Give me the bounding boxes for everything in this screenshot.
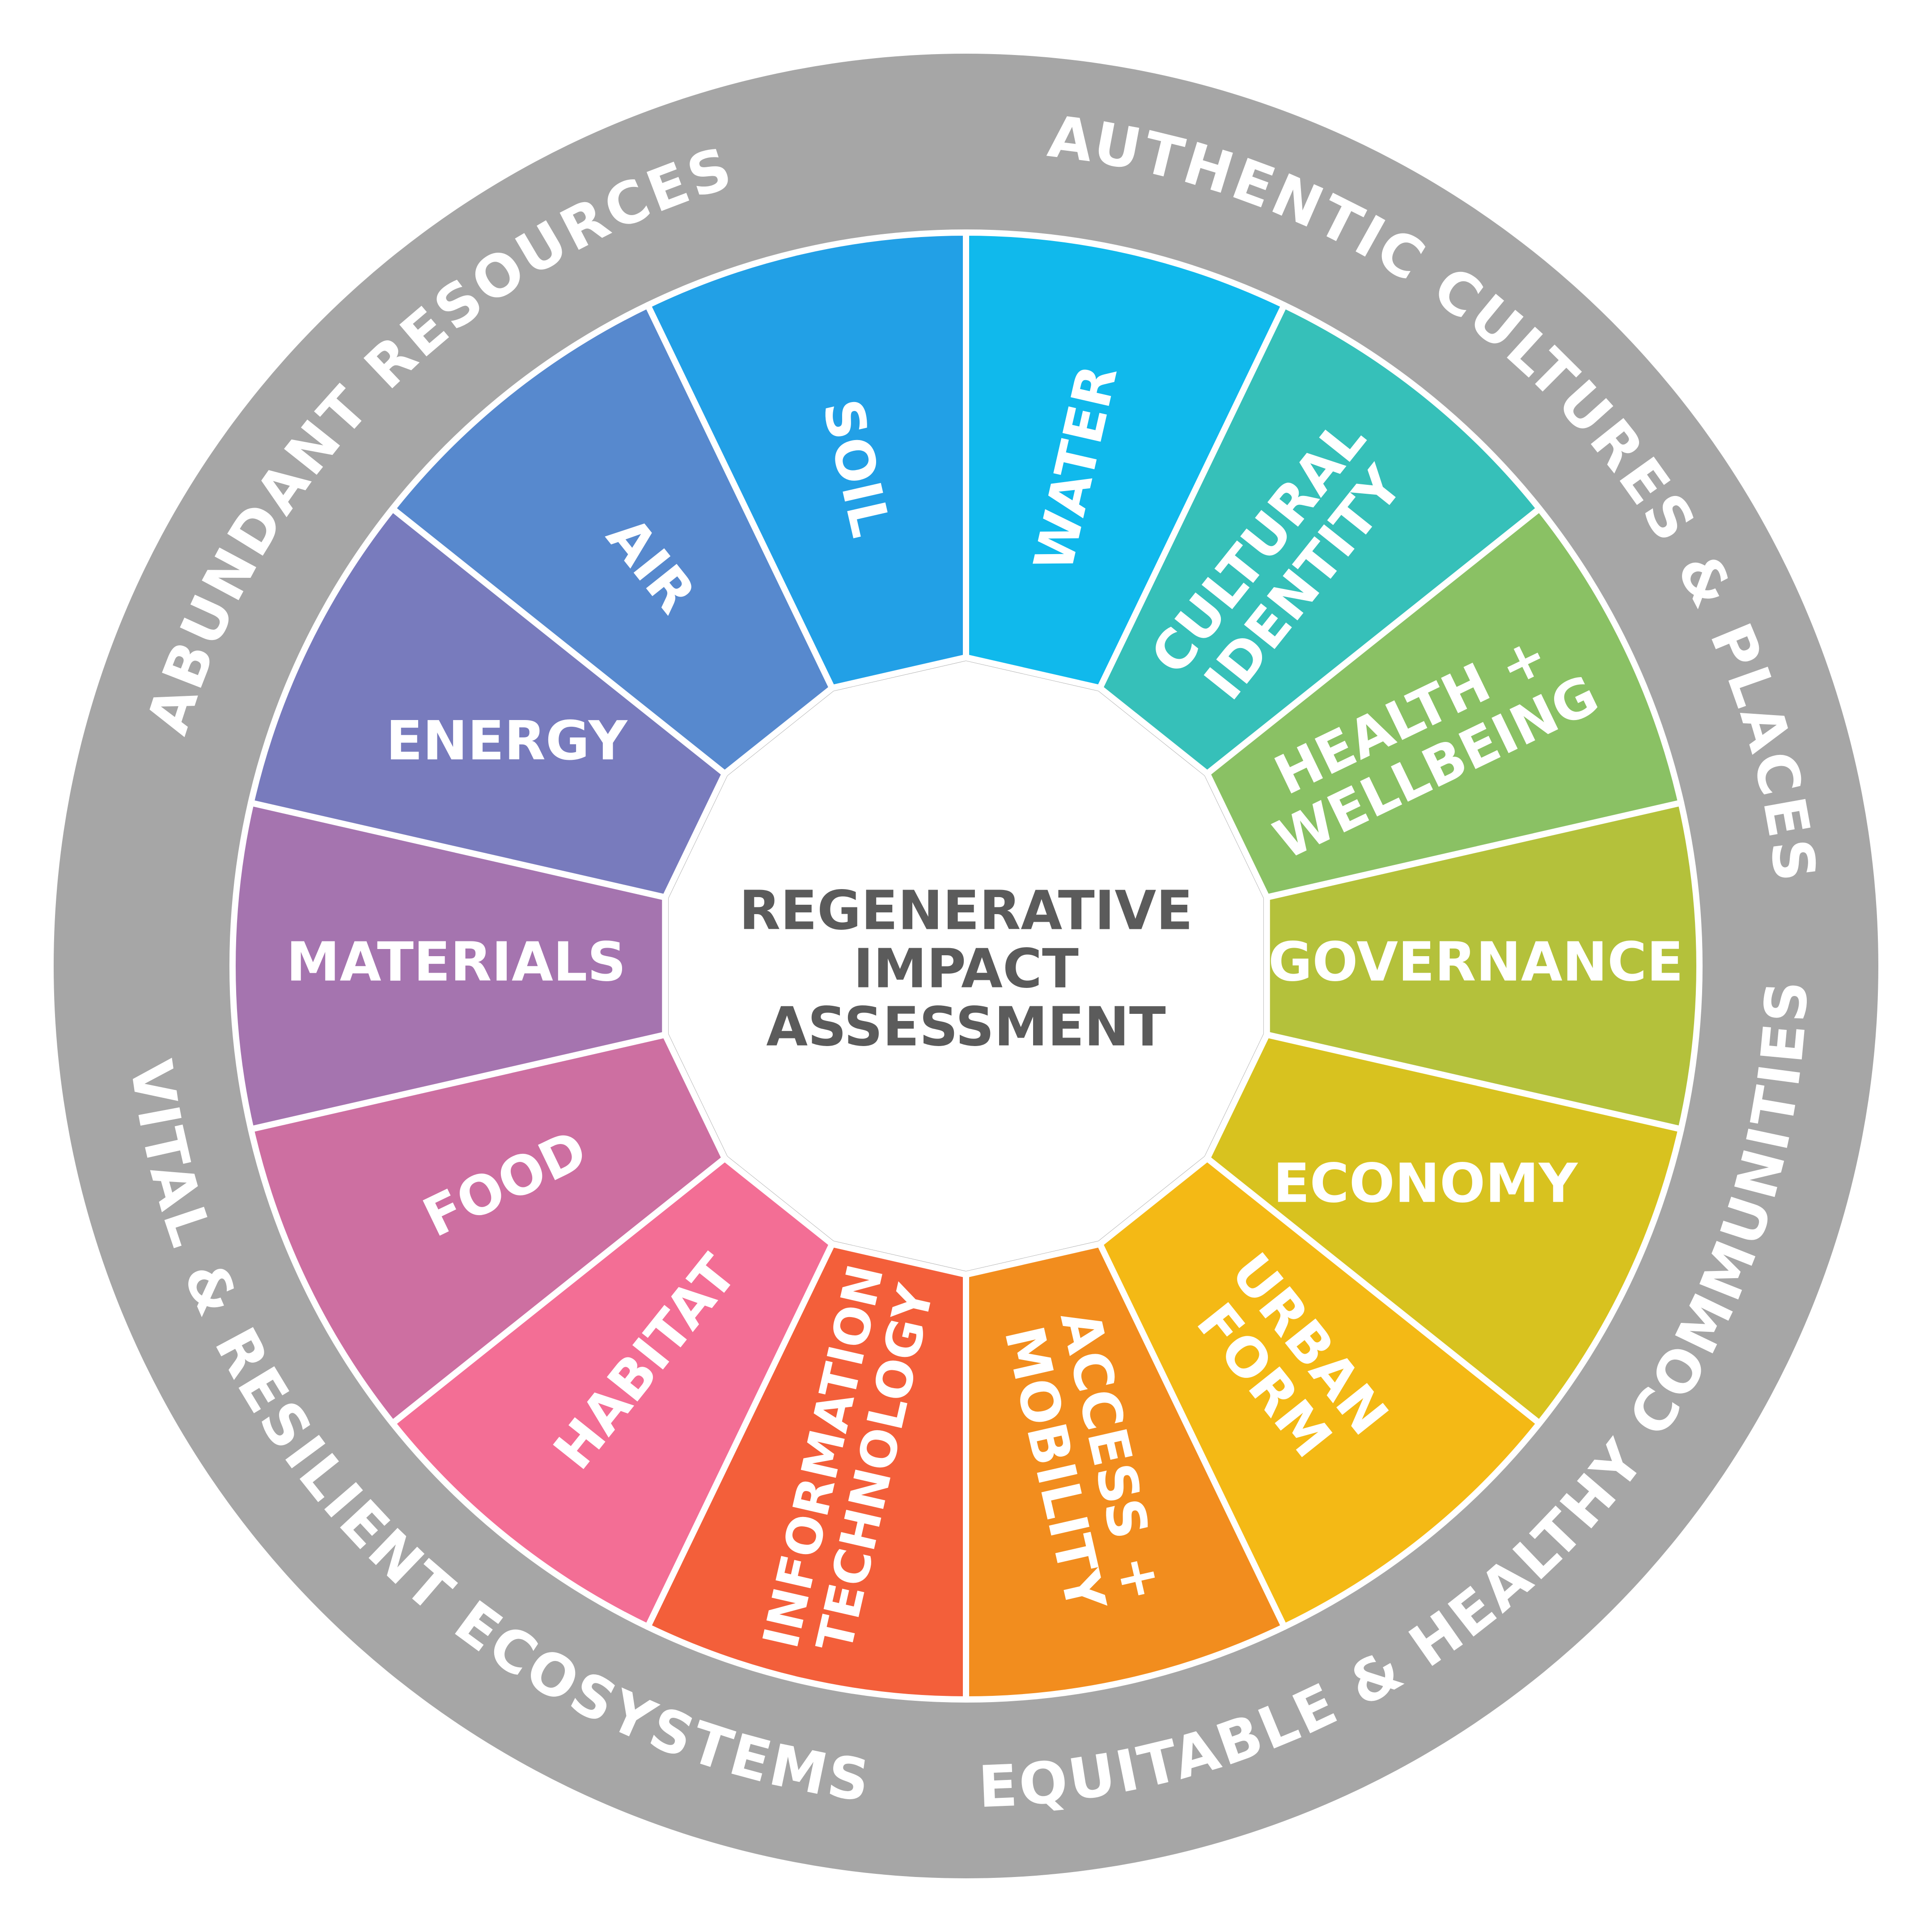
- segment-water: [963, 229, 1288, 691]
- segment-governance: [1263, 800, 1703, 1132]
- segment-label-economy-line-1: ECONOMY: [1273, 1152, 1579, 1215]
- segment-materials: [229, 800, 669, 1132]
- center-title-line-3: ASSESSMENT: [766, 996, 1166, 1059]
- segment-soil: [644, 229, 969, 691]
- segment-information-technology: [644, 1241, 969, 1703]
- segments-group: [229, 229, 1703, 1703]
- segment-energy: [248, 505, 728, 901]
- segment-label-governance: GOVERNANCE: [1268, 932, 1683, 994]
- segment-air: [389, 302, 835, 777]
- segment-label-materials-line-1: MATERIALS: [286, 932, 626, 994]
- segment-label-governance-line-1: GOVERNANCE: [1268, 932, 1683, 994]
- segment-urban-form: [1097, 1155, 1543, 1630]
- segment-cultural-identity: [1097, 302, 1543, 777]
- segment-label-materials: MATERIALS: [286, 932, 626, 994]
- center-title-line-2: IMPACT: [853, 938, 1079, 1000]
- segment-label-economy: ECONOMY: [1273, 1152, 1579, 1215]
- segment-health-wellbeing: [1204, 505, 1684, 901]
- segment-habitat: [389, 1155, 835, 1630]
- segment-food: [248, 1031, 728, 1427]
- center-title: REGENERATIVE IMPACT ASSESSMENT: [739, 880, 1193, 1059]
- center-title-line-1: REGENERATIVE: [739, 880, 1193, 942]
- segment-access-mobility: [963, 1241, 1288, 1703]
- segment-label-energy: ENERGY: [386, 710, 628, 772]
- segment-economy: [1204, 1031, 1684, 1427]
- center-polygon: [669, 661, 1263, 1271]
- segment-label-energy-line-1: ENERGY: [386, 710, 628, 772]
